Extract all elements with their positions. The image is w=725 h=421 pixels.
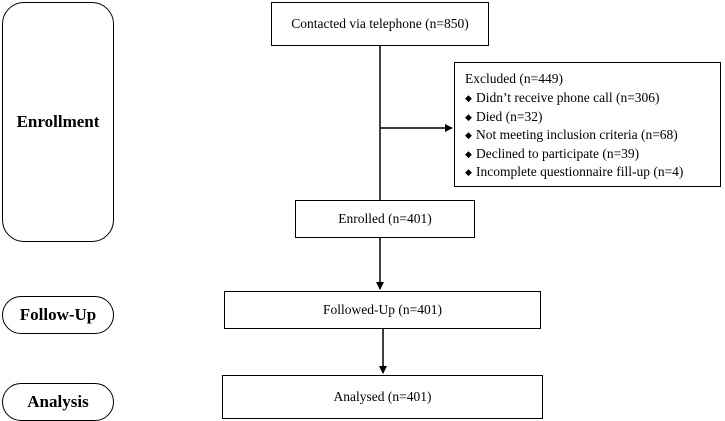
excluded-reason: ◆ Not meeting inclusion criteria (n=68) bbox=[465, 126, 710, 145]
enrollment-stage-label: Enrollment bbox=[2, 2, 114, 242]
excluded-reason: ◆ Declined to participate (n=39) bbox=[465, 145, 710, 164]
excluded-reason-label: Didn’t receive phone call (n=306) bbox=[476, 90, 660, 105]
diamond-icon: ◆ bbox=[465, 148, 472, 159]
diamond-icon: ◆ bbox=[465, 130, 472, 140]
excluded-box: Excluded (n=449) ◆ Didn’t receive phone … bbox=[454, 62, 721, 187]
enrolled-box: Enrolled (n=401) bbox=[295, 200, 475, 238]
excluded-reasons-list: ◆ Didn’t receive phone call (n=306) ◆ Di… bbox=[465, 89, 710, 182]
diamond-icon: ◆ bbox=[465, 93, 472, 103]
excluded-reason: ◆ Died (n=32) bbox=[465, 108, 710, 127]
followed-up-box: Followed-Up (n=401) bbox=[224, 291, 541, 329]
follow-up-stage-label: Follow-Up bbox=[2, 296, 114, 334]
excluded-reason-label: Incomplete questionnaire fill-up (n=4) bbox=[476, 164, 684, 179]
contacted-box: Contacted via telephone (n=850) bbox=[271, 2, 489, 46]
analysed-box: Analysed (n=401) bbox=[222, 375, 543, 419]
excluded-reason-label: Died (n=32) bbox=[476, 108, 543, 124]
excluded-title: Excluded (n=449) bbox=[465, 71, 563, 86]
diamond-icon: ◆ bbox=[465, 111, 472, 122]
excluded-reason: ◆ Didn’t receive phone call (n=306) bbox=[465, 89, 710, 108]
analysis-stage-label: Analysis bbox=[2, 383, 114, 421]
diamond-icon: ◆ bbox=[465, 167, 472, 177]
excluded-reason: ◆ Incomplete questionnaire fill-up (n=4) bbox=[465, 163, 710, 182]
excluded-reason-label: Not meeting inclusion criteria (n=68) bbox=[476, 127, 678, 142]
excluded-reason-label: Declined to participate (n=39) bbox=[476, 145, 640, 161]
